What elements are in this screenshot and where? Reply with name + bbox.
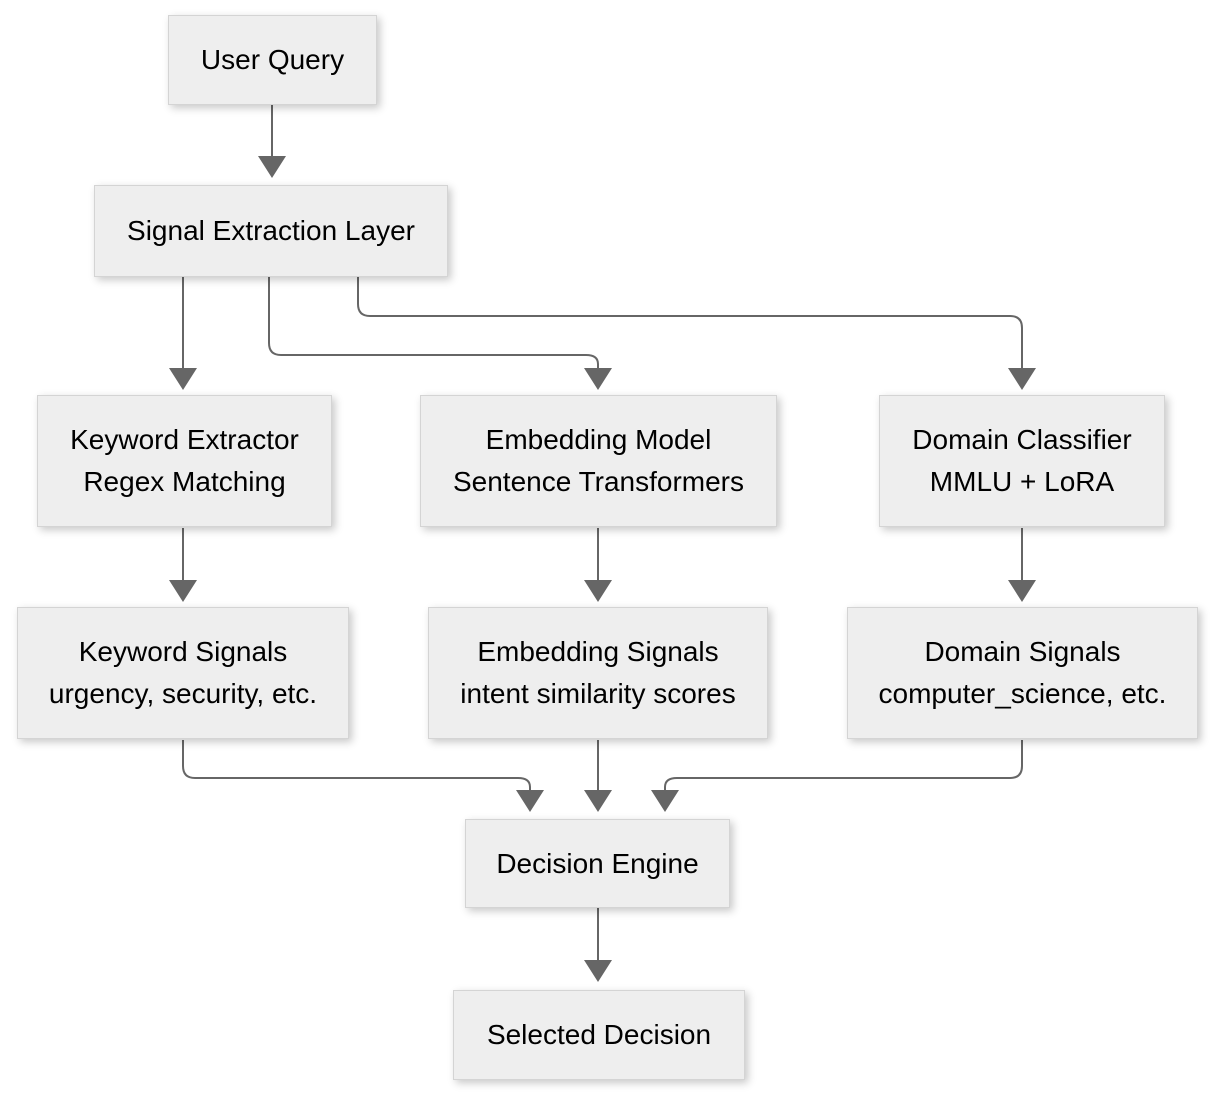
- node-decision-engine: Decision Engine: [465, 819, 730, 908]
- node-keyword-signals: Keyword Signals urgency, security, etc.: [17, 607, 349, 739]
- node-label: Keyword Extractor: [70, 424, 299, 455]
- node-keyword-extractor: Keyword Extractor Regex Matching: [37, 395, 332, 527]
- arrowhead: [584, 580, 612, 602]
- node-embedding-signals: Embedding Signals intent similarity scor…: [428, 607, 768, 739]
- edge-line: [357, 277, 1023, 368]
- node-domain-signals: Domain Signals computer_science, etc.: [847, 607, 1198, 739]
- node-embedding-model: Embedding Model Sentence Transformers: [420, 395, 777, 527]
- node-label: Domain Classifier: [912, 424, 1132, 455]
- edge-signal-extraction-to-domain-classifier: [357, 277, 1036, 390]
- node-user-query: User Query: [168, 15, 377, 105]
- node-sublabel: Sentence Transformers: [452, 466, 745, 497]
- edge-signal-extraction-to-keyword-extractor: [169, 277, 197, 390]
- arrowhead: [584, 960, 612, 982]
- edge-domain-classifier-to-domain-signals: [1008, 528, 1036, 602]
- node-sublabel: MMLU + LoRA: [929, 466, 1115, 497]
- node-sublabel: urgency, security, etc.: [48, 678, 318, 709]
- node-label: Keyword Signals: [78, 636, 288, 667]
- node-selected-decision: Selected Decision: [453, 990, 745, 1080]
- arrowhead: [584, 368, 612, 390]
- node-sublabel: intent similarity scores: [460, 678, 736, 709]
- edge-signal-extraction-to-embedding-model: [268, 277, 612, 390]
- node-label: Selected Decision: [486, 1019, 712, 1050]
- node-label: Embedding Signals: [477, 636, 719, 667]
- edge-decision-engine-to-selected-decision: [584, 908, 612, 982]
- node-label: Decision Engine: [496, 847, 699, 879]
- arrowhead: [651, 790, 679, 812]
- edge-line: [664, 740, 1023, 790]
- arrowhead: [258, 156, 286, 178]
- arrowhead: [169, 580, 197, 602]
- node-label: Signal Extraction Layer: [127, 215, 415, 246]
- edge-embedding-model-to-embedding-signals: [584, 528, 612, 602]
- node-label: Embedding Model: [485, 424, 712, 455]
- arrowhead: [169, 368, 197, 390]
- edge-line: [268, 277, 599, 368]
- edge-line: [182, 740, 531, 790]
- node-signal-extraction-layer: Signal Extraction Layer: [94, 185, 448, 277]
- node-sublabel: Regex Matching: [83, 466, 286, 497]
- node-domain-classifier: Domain Classifier MMLU + LoRA: [879, 395, 1165, 527]
- edge-keyword-extractor-to-keyword-signals: [169, 528, 197, 602]
- node-label: User Query: [200, 44, 345, 75]
- node-label: Domain Signals: [924, 636, 1121, 667]
- edge-user-query-to-signal-extraction: [258, 105, 286, 178]
- arrowhead: [1008, 580, 1036, 602]
- arrowhead: [1008, 368, 1036, 390]
- edge-domain-signals-to-decision-engine: [651, 740, 1023, 812]
- edge-embedding-signals-to-decision-engine: [584, 740, 612, 812]
- arrowhead: [516, 790, 544, 812]
- node-sublabel: computer_science, etc.: [878, 678, 1167, 709]
- arrowhead: [584, 790, 612, 812]
- edge-keyword-signals-to-decision-engine: [182, 740, 544, 812]
